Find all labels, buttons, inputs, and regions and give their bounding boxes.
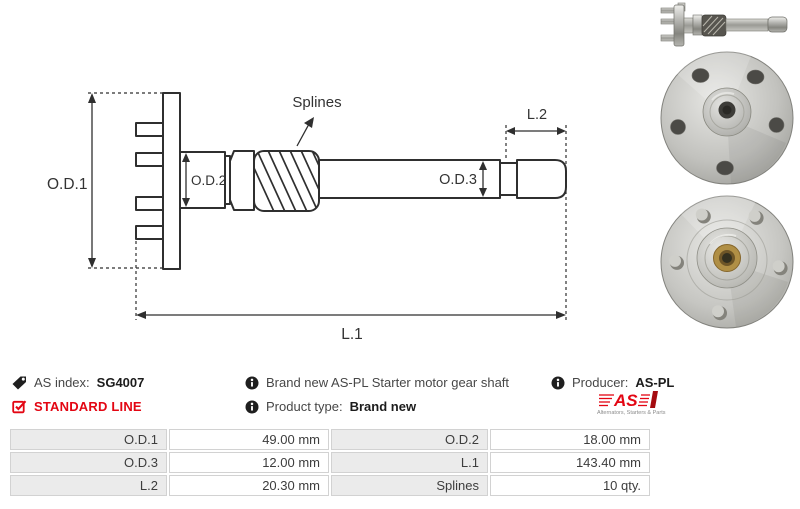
description-row: Brand new AS-PL Starter motor gear shaft xyxy=(245,374,509,391)
flange-pins xyxy=(669,208,788,321)
flange-plate xyxy=(162,92,181,270)
spec-label: O.D.3 xyxy=(10,452,167,473)
shaft-drawing xyxy=(135,92,567,270)
flange-pin xyxy=(660,18,676,25)
pin xyxy=(695,208,711,224)
spec-value: 20.30 mm xyxy=(169,475,329,496)
technical-diagram: O.D.1 O.D.2 O.D.3 L.2 xyxy=(47,92,567,343)
pin xyxy=(669,254,684,270)
bolt-hole xyxy=(746,69,765,85)
product-type-value: Brand new xyxy=(349,399,417,414)
od2-label: O.D.2 xyxy=(191,173,226,188)
od3-dimension: O.D.3 xyxy=(439,161,487,197)
pin xyxy=(772,260,788,276)
spec-value: 10 qty. xyxy=(490,475,650,496)
flange-edge xyxy=(673,4,685,47)
l2-dimension: L.2 xyxy=(505,107,567,320)
l1-dimension: L.1 xyxy=(135,241,566,343)
check-square-icon xyxy=(12,400,27,414)
producer-label: Producer: xyxy=(572,375,629,390)
od3-shaft xyxy=(318,159,501,199)
od2-dimension: O.D.2 xyxy=(182,153,226,207)
flange-pin xyxy=(660,34,676,42)
spec-label: O.D.2 xyxy=(331,429,488,450)
pin xyxy=(748,209,764,225)
as-index-value: SG4007 xyxy=(96,375,145,390)
shaft-photo-art xyxy=(660,2,788,47)
spec-label: L.2 xyxy=(10,475,167,496)
spline-section xyxy=(253,150,320,212)
od3-label: O.D.3 xyxy=(439,172,477,188)
spec-value: 12.00 mm xyxy=(169,452,329,473)
bolt-hole xyxy=(768,117,785,133)
flange-pin xyxy=(660,7,676,14)
product-type-row: Product type: Brand new xyxy=(245,398,416,415)
standard-line-badge: STANDARD LINE xyxy=(34,399,142,414)
info-icon xyxy=(245,400,259,413)
od1-label: O.D.1 xyxy=(47,176,87,193)
producer-row: Producer: AS-PL xyxy=(551,374,674,391)
od1-dimension: O.D.1 xyxy=(47,92,163,269)
as-index-label: AS index: xyxy=(34,375,90,390)
shaft-groove xyxy=(499,162,518,196)
shaft-end xyxy=(516,159,567,199)
flange-back-art xyxy=(660,194,794,329)
splines-callout: Splines xyxy=(292,94,342,147)
product-photo-flange-back[interactable] xyxy=(656,192,798,334)
shaft-body xyxy=(725,18,769,32)
logo-text: AS xyxy=(613,391,638,409)
flange-tab xyxy=(135,225,165,240)
collar-flange xyxy=(229,150,255,211)
flange-front-art xyxy=(660,50,794,185)
l1-label: L.1 xyxy=(341,326,363,343)
l2-label: L.2 xyxy=(527,107,547,123)
center-hole xyxy=(722,253,732,263)
spec-value: 49.00 mm xyxy=(169,429,329,450)
tag-icon xyxy=(12,376,26,390)
spec-label: Splines xyxy=(331,475,488,496)
bolt-hole xyxy=(716,160,734,176)
product-photo-flange-front[interactable] xyxy=(656,48,798,190)
flange-tab xyxy=(135,196,165,211)
spec-value: 18.00 mm xyxy=(490,429,650,450)
producer-value: AS-PL xyxy=(635,375,675,390)
flange-tab xyxy=(135,122,165,137)
product-photo-shaft-side[interactable] xyxy=(648,2,796,48)
spec-label: O.D.1 xyxy=(10,429,167,450)
splines-label: Splines xyxy=(292,94,341,111)
spec-value: 143.40 mm xyxy=(490,452,650,473)
info-icon xyxy=(551,376,565,389)
spec-label: L.1 xyxy=(331,452,488,473)
as-pl-logo-icon: AS xyxy=(599,391,658,409)
pin xyxy=(712,305,727,321)
flange-tab xyxy=(135,152,165,167)
info-icon xyxy=(245,376,259,389)
shaft-tip xyxy=(767,16,788,33)
bolt-hole xyxy=(670,119,686,135)
as-index-row: AS index: SG4007 xyxy=(12,374,144,391)
bolt-hole xyxy=(691,68,710,83)
logo-caption: Alternators, Starters & Parts xyxy=(597,410,666,416)
spec-table: O.D.1 49.00 mm O.D.2 18.00 mm O.D.3 12.0… xyxy=(10,429,650,496)
standard-line-row: STANDARD LINE xyxy=(12,398,142,415)
product-type-label: Product type: xyxy=(266,399,343,414)
product-description: Brand new AS-PL Starter motor gear shaft xyxy=(266,375,510,390)
spline-hatching xyxy=(254,151,319,211)
as-pl-logo: AS Alternators, Starters & Parts xyxy=(597,391,666,416)
